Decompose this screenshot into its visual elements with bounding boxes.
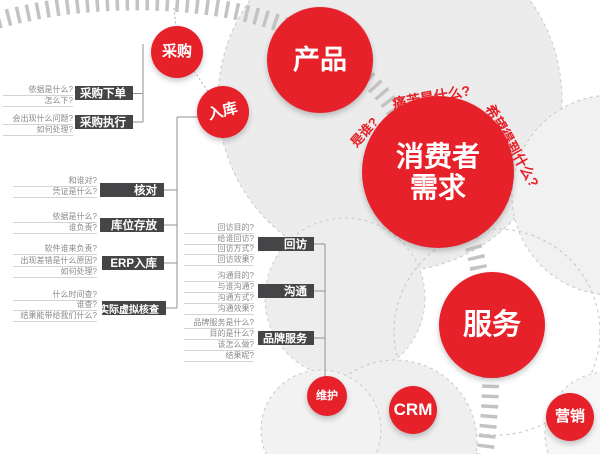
central-label-line2: 需求	[409, 172, 466, 203]
topic-box-shiji-xuni-hecha: 实际虚拟核查	[99, 301, 166, 316]
node-yingxiao-label: 营销	[554, 407, 585, 425]
question: 出现差错是什么原因?	[13, 255, 97, 267]
question: 软件谁来负责?	[13, 243, 97, 255]
central-label-line1: 消费者	[395, 140, 480, 172]
node-chanpin-label: 产品	[293, 44, 347, 75]
question: 谁查?	[13, 299, 97, 311]
question: 回访效果?	[184, 254, 254, 266]
topic-box-caigou-xiadan: 采购下单	[75, 86, 133, 100]
bracket-procurement	[133, 44, 144, 123]
bracket-warehouse	[164, 116, 198, 309]
question: 和谁对?	[13, 175, 97, 187]
node-fuwu: 服务	[439, 272, 545, 378]
topic-box-huifang: 回访	[258, 237, 314, 251]
question: 什么时间查?	[13, 289, 97, 301]
topic-box-goutong: 沟通	[258, 284, 314, 298]
node-crm: CRM	[389, 386, 437, 434]
question: 回访方式?	[184, 243, 254, 255]
question: 结果能带给我们什么?	[13, 310, 97, 322]
question: 依据是什么?	[13, 211, 97, 223]
question: 沟通目的?	[184, 270, 254, 282]
question: 沟通效果?	[184, 303, 254, 315]
dotted-link-track-caigou	[173, 7, 177, 28]
question: 沟通方式?	[184, 292, 254, 304]
question: 谁负责?	[13, 222, 97, 234]
node-crm-label: CRM	[393, 400, 433, 420]
node-ruku-label: 入库	[206, 99, 240, 123]
question: 如何处理?	[3, 124, 73, 136]
question: 结果呢?	[184, 350, 254, 362]
question: 会出现什么问题?	[3, 113, 73, 125]
question: 如何处理?	[13, 266, 97, 278]
topic-box-pinpai-fuwu: 品牌服务	[258, 331, 314, 345]
topic-box-kuwei-cunfang: 库位存放	[100, 218, 164, 232]
question: 怎么下?	[3, 95, 73, 107]
node-yingxiao: 营销	[546, 393, 594, 441]
node-weihu-label: 维护	[316, 389, 338, 402]
topic-box-hedui: 核对	[100, 183, 164, 197]
question: 凭证是什么?	[13, 186, 97, 198]
bracket-service	[314, 243, 326, 377]
question: 回访目的?	[184, 222, 254, 234]
node-ruku: 入库	[197, 86, 249, 138]
node-weihu: 维护	[307, 376, 347, 416]
question: 该怎么做?	[184, 339, 254, 351]
dotted-link-caigou-ruku	[193, 70, 210, 94]
question: 目的是什么?	[184, 328, 254, 340]
question: 给谁回访?	[184, 233, 254, 245]
question: 依据是什么?	[3, 84, 73, 96]
blob-right	[511, 95, 600, 295]
node-caigou-label: 采购	[161, 42, 192, 60]
node-chanpin: 产品	[267, 7, 373, 113]
question: 品牌服务是什么?	[184, 317, 254, 329]
node-caigou: 采购	[151, 26, 203, 78]
question: 与谁沟通?	[184, 281, 254, 293]
node-xiaofeizhe-xuqiu: 消费者 需求	[362, 96, 514, 248]
topic-box-erp-ruku: ERP入库	[102, 256, 164, 270]
topic-box-caigou-zhixing: 采购执行	[75, 115, 133, 129]
node-fuwu-label: 服务	[462, 308, 521, 341]
